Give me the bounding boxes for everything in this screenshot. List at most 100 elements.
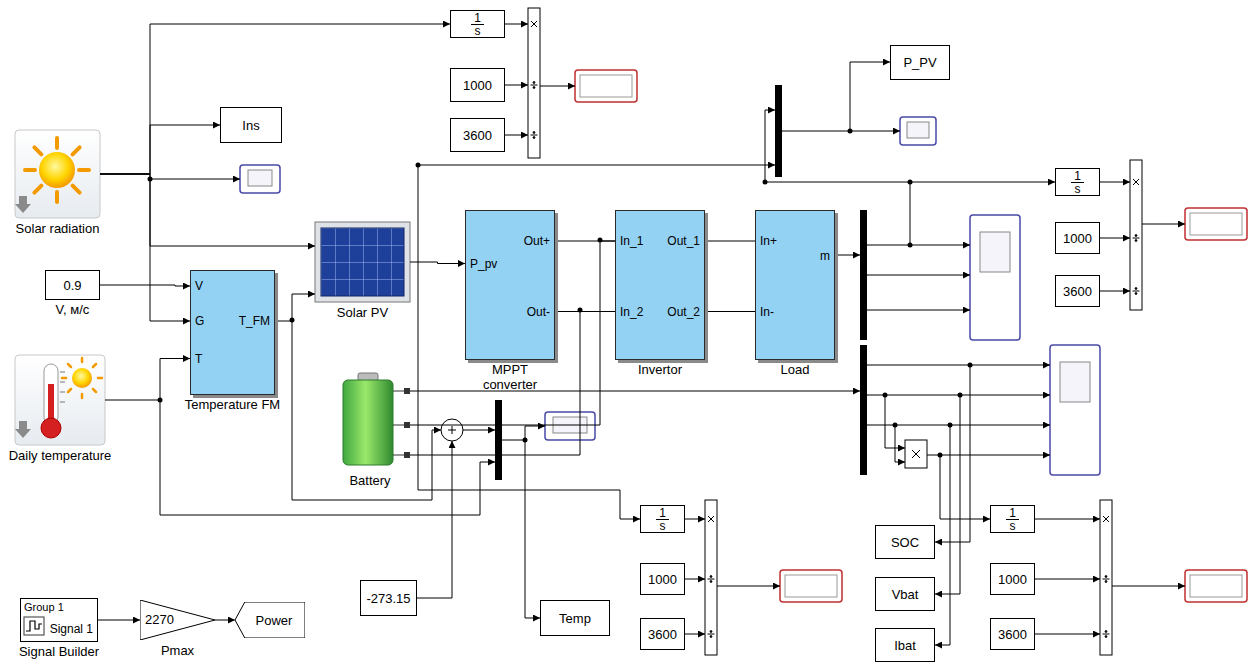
integrator-block: 1s [450, 10, 505, 38]
signal-wire [867, 275, 970, 276]
signal-line [98, 620, 140, 621]
sum-block [441, 419, 463, 441]
block-value: 3600 [648, 627, 677, 642]
integrator-block: 1s [640, 505, 685, 533]
signal-builder-icon [26, 621, 42, 631]
simulink-block: 3600 [640, 618, 685, 650]
block-name: Battery [349, 473, 390, 488]
scope [1050, 345, 1100, 475]
block-value: 1000 [1063, 231, 1092, 246]
mux-bar [860, 345, 867, 475]
simulink-block: SOC [875, 525, 935, 559]
thermometer-icon [60, 372, 65, 402]
signal-line [410, 262, 465, 264]
junction-dot [523, 438, 528, 443]
thermometer-icon [15, 421, 31, 438]
simulink-block: Temp [540, 600, 610, 636]
junction-dot [416, 163, 421, 168]
signal-line [100, 24, 450, 174]
signal-builder-icon [24, 617, 44, 635]
operator-sign [1105, 576, 1107, 578]
block-value: 1000 [463, 78, 492, 93]
signal-line [215, 620, 235, 621]
thermometer-icon [41, 418, 61, 438]
block-value: 1000 [648, 572, 677, 587]
simulink-block: 3600 [450, 118, 505, 152]
scope [240, 117, 1100, 475]
signal-wire [867, 245, 970, 246]
subsystem-block: In_1In_2Out_1Out_2Invertor [615, 210, 705, 360]
signal-wire [463, 430, 495, 431]
display-window [580, 75, 632, 97]
signal-wire [502, 426, 545, 440]
battery-icon [404, 388, 410, 394]
transfer-denominator: s [475, 25, 481, 37]
icon-block: Daily temperature [15, 355, 105, 445]
block-name: Load [781, 362, 810, 377]
block-value: Ibat [894, 638, 916, 653]
thermometer-icon [72, 368, 92, 388]
icon-block: Battery [330, 370, 410, 470]
signal-wire [505, 135, 528, 136]
sum-block [448, 426, 456, 434]
port-label: V [195, 279, 203, 293]
gain-block: 2270Pmax [140, 600, 215, 640]
port-label: Out- [527, 305, 550, 319]
block-name: MPPT converter [465, 362, 555, 392]
display [575, 70, 1247, 602]
transfer-numerator: 1 [1006, 507, 1019, 520]
thermometer-icon [15, 355, 105, 445]
signal-wire [765, 110, 775, 182]
display-window [785, 575, 837, 597]
signal-wire [910, 182, 911, 245]
display-window [1190, 213, 1242, 235]
simulink-block: Ins [220, 107, 282, 143]
junction-dot [938, 453, 943, 458]
signal-wire [850, 131, 900, 132]
signal-wire [1035, 519, 1100, 520]
signal-wire [867, 310, 970, 311]
solar-radiation-icon [25, 138, 89, 202]
simulink-block: 0.9V, м/с [45, 270, 100, 300]
scope-screen [248, 122, 1090, 433]
transfer-denominator: s [1075, 183, 1081, 195]
solar-panel-icon [321, 228, 404, 296]
block-value: Temp [559, 611, 591, 626]
operator-sign [1135, 235, 1137, 237]
scope [240, 165, 280, 193]
scope-screen [248, 170, 272, 186]
block-name: Signal Builder [19, 644, 99, 659]
block-value: Vbat [892, 587, 919, 602]
signal-wire [418, 165, 775, 166]
port-label: Out+ [524, 234, 550, 248]
signal-wire [895, 425, 905, 462]
signal-builder-icon [24, 617, 44, 635]
mux-bar [495, 400, 502, 480]
operator-sign [708, 516, 715, 634]
signal-line [100, 285, 190, 286]
product-block [912, 450, 920, 458]
divide-block [1130, 160, 1142, 310]
signal-line [100, 174, 315, 246]
integrator-block: 1s [990, 505, 1035, 533]
battery-icon [393, 391, 404, 455]
port-label: T [195, 352, 202, 366]
signal-wire [505, 24, 528, 25]
port-label: In- [760, 305, 774, 319]
signal-wire [685, 519, 705, 520]
signal-wire [410, 391, 860, 392]
divide-block [528, 8, 540, 158]
block-name: Daily temperature [9, 448, 112, 463]
signal-wire [835, 255, 860, 256]
signal-wire [1100, 291, 1130, 292]
scope-screen [907, 122, 929, 138]
signal-wire [1112, 586, 1185, 587]
signal-builder-block: Group 1Signal 1Signal Builder [20, 598, 98, 642]
display [1185, 570, 1247, 602]
block-name: Invertor [638, 362, 682, 377]
block-value: 3600 [1063, 284, 1092, 299]
transfer-numerator: 1 [1071, 170, 1084, 183]
signal-wire [525, 440, 540, 618]
operator-sign [533, 87, 535, 89]
signal-wire [685, 634, 705, 635]
